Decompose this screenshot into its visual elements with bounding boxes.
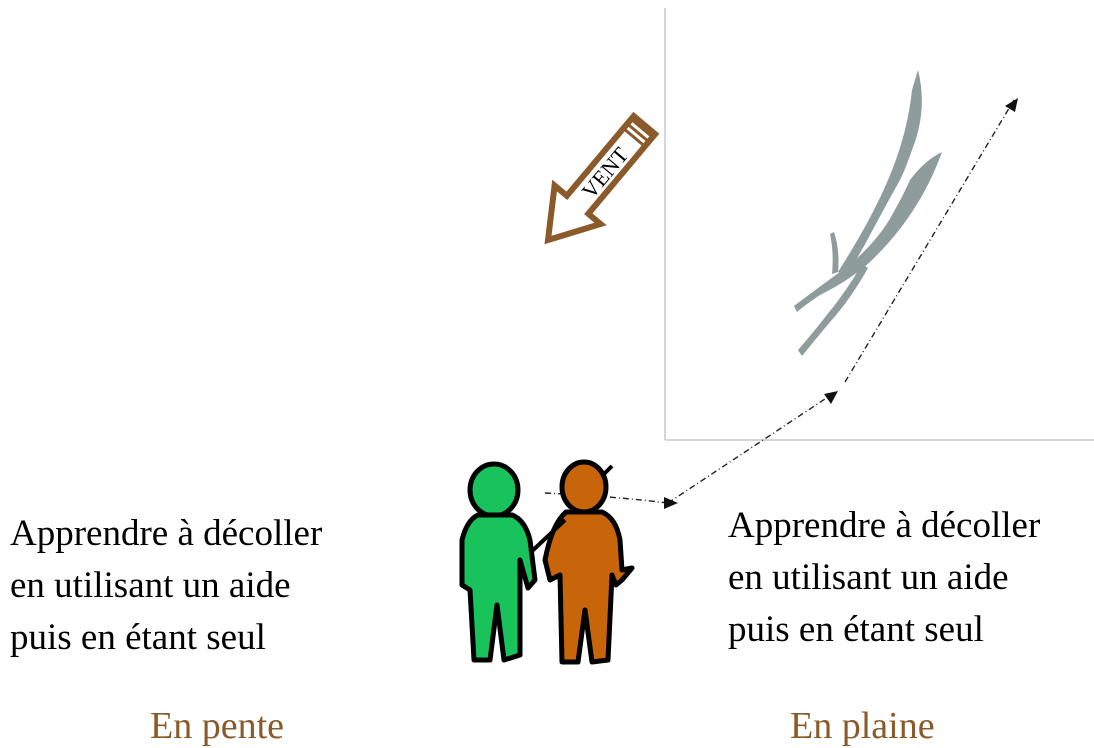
left-description-line-1: Apprendre à décoller (10, 513, 323, 554)
caption-plain: En plaine (790, 705, 935, 747)
person-orange (528, 459, 635, 665)
person-green (459, 461, 538, 663)
glider-silhouette (794, 70, 942, 356)
wind-arrow: VENT (544, 111, 660, 245)
caption-slope: En pente (150, 705, 285, 747)
right-description-line-1: Apprendre à décoller (728, 505, 1041, 546)
right-description: Apprendre à décoller en utilisant un aid… (728, 500, 1040, 656)
left-description-line-2: en utilisant un aide (10, 565, 291, 606)
left-description: Apprendre à décoller en utilisant un aid… (10, 508, 322, 664)
flight-path-arrowheads (664, 98, 1018, 509)
right-description-line-3: puis en étant seul (728, 609, 984, 650)
flight-path (544, 99, 1015, 504)
right-description-line-2: en utilisant un aide (728, 557, 1009, 598)
sky-frame (664, 8, 1094, 441)
left-description-line-3: puis en étant seul (10, 617, 266, 658)
